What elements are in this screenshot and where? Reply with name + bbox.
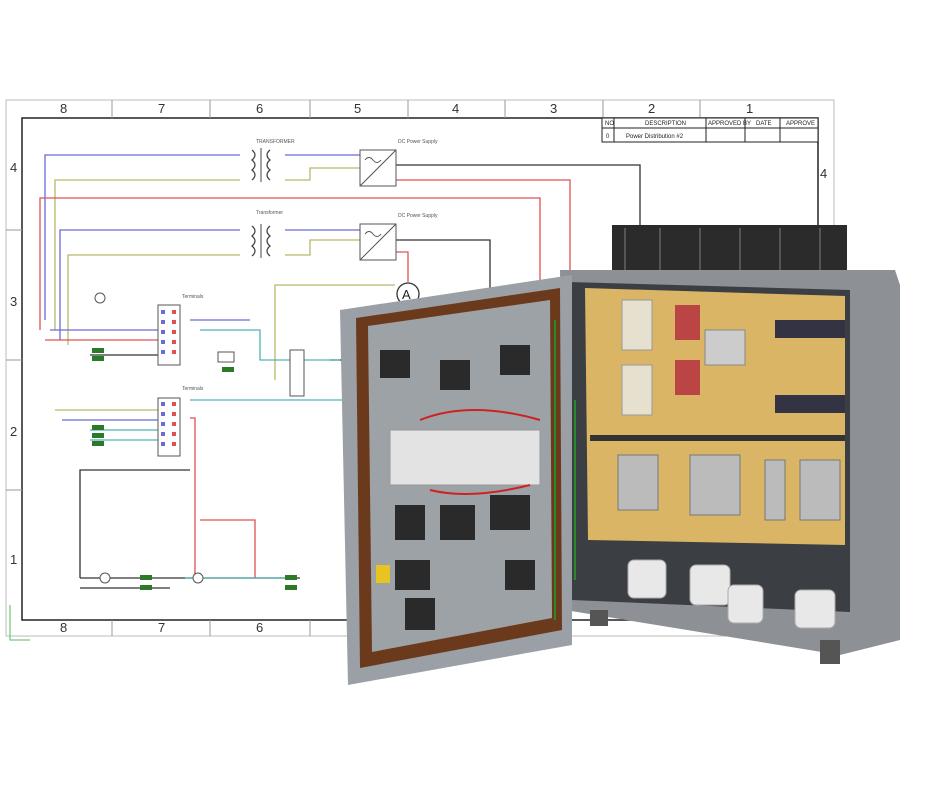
power-supply-label: DC Power Supply [398,213,438,219]
column-label: 1 [746,101,753,116]
tb-header-approve: APPROVE [786,121,815,127]
column-label: 2 [648,101,655,116]
terminal-block-2: Terminals [157,386,204,457]
power-supply-label: DC Power Supply [398,139,438,145]
column-label: 6 [256,101,263,116]
dc-power-supply-2: DC Power Supply [359,213,438,261]
tb-header-no: NO [605,121,614,127]
column-labels-top: 8 7 6 5 4 3 2 1 [60,101,753,116]
tb-row-description: Power Distribution #2 [626,134,684,140]
column-label: 5 [354,101,361,116]
row-label: 4 [820,166,827,181]
transformer-label: Transformer [256,210,283,216]
cabinet-door [340,275,576,685]
row-label: 1 [10,552,17,567]
misc-symbols [94,292,305,584]
transformer-1: TRANSFORMER [250,139,295,182]
column-label: 8 [60,101,67,116]
tb-header-date: DATE [756,121,772,127]
row-label: 4 [10,160,17,175]
row-labels: 4 3 2 1 4 [10,160,827,567]
column-label: 7 [158,101,165,116]
transformer-2: Transformer [250,210,283,258]
connectors [92,348,297,590]
transformer-label: TRANSFORMER [256,139,295,145]
enclosure-cabinet [560,225,900,664]
ammeter-symbol: A [402,287,411,302]
tb-row-no: 0 [606,134,610,140]
column-label: 8 [60,620,67,635]
column-labels-bottom: 8 7 6 [60,620,263,635]
title-block: NO DESCRIPTION APPROVED BY DATE APPROVE … [601,117,819,143]
column-label: 6 [256,620,263,635]
row-label: 2 [10,424,17,439]
terminal-label: Terminals [182,386,204,392]
terminal-block-1: Terminals [157,294,204,366]
column-label: 7 [158,620,165,635]
column-label: 3 [550,101,557,116]
tb-header-description: DESCRIPTION [645,121,686,127]
tb-header-approved: APPROVED BY [708,121,751,127]
row-label: 3 [10,294,17,309]
terminal-label: Terminals [182,294,204,300]
column-label: 4 [452,101,459,116]
dc-power-supply-1: DC Power Supply [359,139,438,187]
